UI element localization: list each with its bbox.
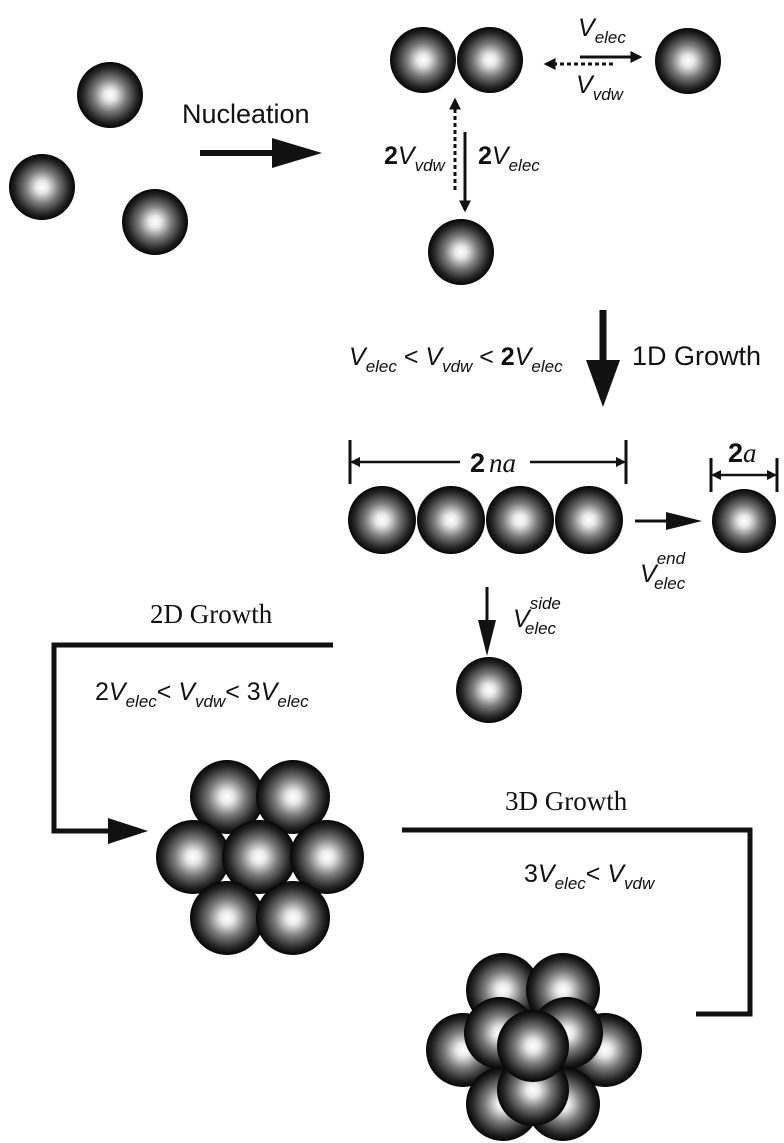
end-attachment-arrow — [635, 512, 702, 530]
dimer — [390, 27, 523, 93]
particle — [9, 154, 75, 220]
particle — [256, 881, 330, 955]
particle — [156, 820, 230, 894]
nucleation-arrow — [200, 138, 322, 168]
growth-3d-condition: 3Velec< Vvdw — [524, 860, 656, 893]
particle — [555, 486, 623, 554]
growth-2d-condition: 2Velec< Vvdw< 3Velec — [95, 678, 309, 711]
particle — [122, 189, 188, 255]
particle — [222, 820, 296, 894]
vertical-vdw-label: 2Vvdw — [384, 142, 447, 175]
3d-cluster — [426, 953, 642, 1141]
particle — [428, 219, 494, 285]
particle — [256, 760, 330, 834]
particle — [457, 27, 523, 93]
particle — [77, 62, 143, 128]
diameter-label: 2a — [728, 438, 757, 468]
chain-length-dimension — [348, 440, 628, 484]
free-particles — [9, 62, 188, 255]
growth-2d-arrow — [51, 642, 333, 844]
pair-vdw-label: Vvdw — [576, 71, 625, 104]
growth-1d-label: 1D Growth — [632, 341, 761, 371]
particle — [655, 28, 721, 94]
particle — [290, 820, 364, 894]
particle — [456, 657, 522, 723]
diameter-dimension — [709, 458, 779, 492]
linear-chain — [348, 486, 623, 554]
particle — [190, 881, 264, 955]
particle — [390, 27, 456, 93]
particle — [486, 486, 554, 554]
particle — [497, 1010, 569, 1082]
vertical-elec-label: 2Velec — [478, 142, 540, 175]
growth-2d-label: 2D Growth — [150, 599, 273, 629]
particle — [417, 486, 485, 554]
particle — [348, 486, 416, 554]
nucleation-label: Nucleation — [182, 99, 310, 129]
growth-1d-arrow — [586, 310, 620, 407]
side-attachment-arrow — [478, 587, 496, 656]
particle — [712, 489, 776, 553]
growth-1d-condition: Velec < Vvdw < 2Velec — [349, 343, 563, 376]
particle — [190, 760, 264, 834]
hexagonal-cluster — [156, 760, 364, 955]
growth-3d-label: 3D Growth — [505, 786, 628, 816]
growth-3d-path — [402, 827, 753, 1017]
pair-elec-label: Velec — [578, 14, 626, 47]
